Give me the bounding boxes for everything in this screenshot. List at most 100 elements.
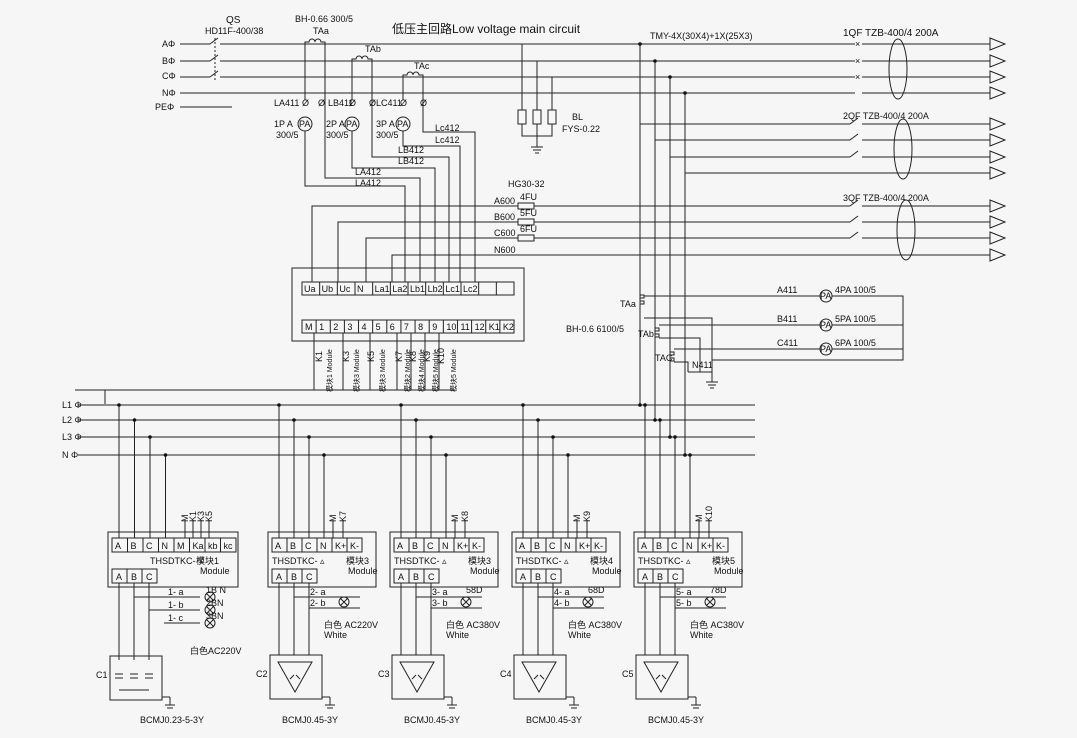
module-4-out-0: A	[520, 572, 526, 582]
module-3-capmodel: BCMJ0.45-3Y	[404, 715, 460, 725]
module-5-terminal-5: K-	[716, 541, 725, 551]
terminal-module-label-4: 模块4 Module	[417, 349, 426, 392]
ct-wiring	[304, 100, 476, 282]
svg-text:Ø: Ø	[420, 98, 427, 108]
wire-n600: N600	[494, 245, 516, 255]
wire-lb411: LB411	[328, 98, 353, 108]
ammeter-3: PA	[395, 116, 411, 132]
wire-la412-b: LA412	[355, 178, 381, 188]
module-2-color2: White	[324, 630, 347, 640]
module-2-sub: 模块3	[346, 555, 369, 566]
wire-lc411: LC411	[376, 98, 402, 108]
terminal-k9: K9	[422, 351, 432, 362]
module-2-lamp-1: 2- b	[310, 598, 326, 608]
module-1-sub: 模块1	[196, 555, 219, 566]
meter-5pa: 5PA 100/5	[835, 314, 876, 324]
ammeter-3-label: 3P A	[376, 119, 395, 129]
fuse-model: HG30-32	[508, 179, 545, 189]
svg-text:×: ×	[855, 56, 860, 66]
module-1-terminal-6: kb	[208, 541, 218, 551]
module-2-terminal-4: K+	[335, 541, 346, 551]
module-4-out-2: C	[550, 572, 557, 582]
module-3-ctrl-1: K8	[460, 511, 470, 522]
fuse-4fu: 4FU	[520, 192, 537, 202]
module-1-terminal-7: kc	[224, 541, 234, 551]
module-4-sub: 模块4	[590, 555, 613, 566]
breaker-2: 2QF TZB-400/4 200A	[843, 111, 929, 121]
module-4-terminal-5: K-	[594, 541, 603, 551]
module-5-out-1: B	[657, 572, 663, 582]
terminal-bottom-4: 4	[362, 322, 367, 332]
module-5-model: THSDTKC- ▵	[638, 556, 691, 566]
terminal-bottom-6: 6	[390, 322, 395, 332]
terminal-module-label-3: 模块2 Module	[403, 349, 412, 392]
wire-c600: C600	[494, 228, 516, 238]
ct-aux-wiring: PA PA PA	[639, 289, 904, 389]
module-1-capmodel: BCMJ0.23-5-3Y	[140, 715, 204, 725]
module-4-capmodel: BCMJ0.45-3Y	[526, 715, 582, 725]
terminal-bottom-7: 7	[404, 322, 409, 332]
module-5-lamp-1: 5- b	[676, 598, 692, 608]
module-1-ctrl-0: M	[180, 515, 190, 523]
module-2-out-1: B	[291, 572, 297, 582]
module-2-model: THSDTKC- ▵	[272, 556, 325, 566]
terminal-module-label-1: 模块3 Module	[352, 349, 361, 392]
module-3-out-0: A	[398, 572, 404, 582]
svg-text:PA: PA	[397, 119, 408, 129]
terminal-bottom-3: 3	[347, 322, 352, 332]
wire-lb412-a: LB412	[398, 145, 424, 155]
terminal-bottom-14: K2	[503, 322, 514, 332]
ct-main-a: TAa	[313, 26, 329, 36]
module-3-out-1: B	[413, 572, 419, 582]
module-4-lamp-1: 4- b	[554, 598, 570, 608]
terminal-top-7: Lb2	[428, 284, 443, 294]
terminal-bottom-5: 5	[376, 322, 381, 332]
module-5-out-2: C	[672, 572, 679, 582]
terminal-bottom-12: 12	[475, 322, 485, 332]
phase-n: NΦ	[162, 88, 176, 98]
terminal-module-label-6: 模块5 Module	[449, 349, 458, 392]
terminal-top-5: La2	[392, 284, 407, 294]
terminal-k1: K1	[314, 351, 324, 362]
module-1-out-0: A	[116, 572, 122, 582]
ammeter-2-label: 2P A	[326, 119, 345, 129]
bus-n: N Φ	[62, 450, 78, 460]
terminal-top-1: Ub	[322, 284, 334, 294]
wire-lb412-b: LB412	[398, 156, 424, 166]
module-5-color2: White	[690, 630, 713, 640]
terminal-bottom-1: 1	[319, 322, 324, 332]
ammeter-1: PA	[297, 116, 313, 132]
module-5-terminal-4: K+	[701, 541, 712, 551]
svg-text:PA: PA	[820, 291, 831, 301]
module-5-lamp-0: 5- a	[676, 587, 692, 597]
breaker-1: 1QF TZB-400/4 200A	[843, 28, 939, 39]
ct-main-c: TAc	[414, 61, 430, 71]
ct-main	[304, 38, 424, 100]
module-4-lamp-0: 4- a	[554, 587, 570, 597]
module-4-lamp-id-0: 68D	[588, 585, 605, 595]
module-3-color2: White	[446, 630, 469, 640]
terminal-bottom-9: 9	[432, 322, 437, 332]
terminal-k3: K3	[341, 351, 351, 362]
module-2-sub2: Module	[348, 566, 378, 576]
module-5-cap: C5	[622, 669, 634, 679]
module-1-ctrl-1: K1	[188, 511, 198, 522]
module-1-terminal-5: Ka	[193, 541, 204, 551]
ct-main-b: TAb	[365, 44, 381, 54]
module-1-lamp-id-0: 1B N	[206, 585, 226, 595]
svg-text:×: ×	[855, 39, 860, 49]
module-2-terminal-1: B	[290, 541, 296, 551]
module-1-terminal-3: N	[162, 541, 169, 551]
terminal-top-9: Lc2	[463, 284, 478, 294]
module-1-lamp-2: 1- c	[168, 613, 184, 623]
module-4-terminal-0: A	[519, 541, 525, 551]
phase-c: CΦ	[162, 71, 176, 81]
module-3-sub: 模块3	[468, 555, 491, 566]
meter-c411-wire: C411	[777, 338, 798, 348]
module-3-terminal-1: B	[412, 541, 418, 551]
ct-aux-c: TAC	[655, 353, 673, 363]
